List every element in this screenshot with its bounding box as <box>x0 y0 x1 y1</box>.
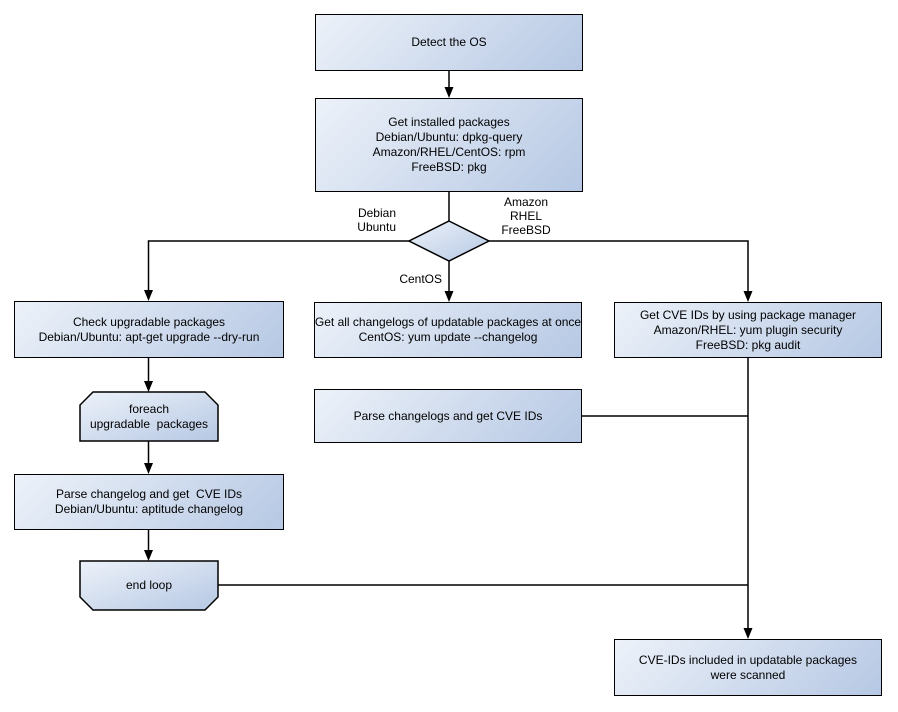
node-scanned-result: CVE-IDs included in updatable packages w… <box>614 639 882 696</box>
node-get-cve-package-manager: Get CVE IDs by using package manager Ama… <box>614 302 882 358</box>
arrowhead <box>743 291 753 302</box>
edge-label-line: FreeBSD <box>501 223 551 237</box>
node-text-line: Amazon/RHEL/CentOS: rpm <box>372 145 526 159</box>
node-get-all-changelogs: Get all changelogs of updatable packages… <box>314 302 582 358</box>
node-end-loop-text: end loop <box>80 561 218 610</box>
node-check-upgradable-packages: Check upgradable packages Debian/Ubuntu:… <box>14 301 284 358</box>
node-detect-os: Detect the OS <box>315 14 583 71</box>
edge-label-debian-ubuntu: Debian Ubuntu <box>310 206 396 234</box>
node-text-line: end loop <box>125 578 173 592</box>
node-foreach-loop-text: foreach upgradable packages <box>80 392 218 441</box>
node-text-line: upgradable packages <box>89 416 209 431</box>
edge-label-line: CentOS <box>399 272 442 286</box>
flow-connectors <box>147 71 749 629</box>
node-text-line: Get installed packages <box>388 115 510 129</box>
node-text-line: FreeBSD: pkg <box>411 160 487 174</box>
arrowhead <box>444 87 454 98</box>
node-text-line: foreach <box>128 401 170 416</box>
connector-decision-to-get-cve <box>489 240 749 292</box>
node-text-line: Debian/Ubuntu: dpkg-query <box>375 130 523 144</box>
edge-label-line: Debian <box>357 206 396 220</box>
flow-arrowheads <box>144 87 753 639</box>
loop-start-shape <box>79 391 219 442</box>
node-text-line: were scanned <box>710 667 786 682</box>
arrowhead <box>444 291 454 302</box>
node-text-line: Parse changelogs and get CVE IDs <box>353 408 543 423</box>
edge-label-line: Ubuntu <box>357 220 396 234</box>
connector-decision-to-check-upgradable <box>147 240 409 291</box>
node-text-line: Check upgradable packages <box>72 314 226 329</box>
node-text-line: FreeBSD: pkg audit <box>695 337 801 352</box>
node-parse-changelogs-centos: Parse changelogs and get CVE IDs <box>314 389 582 443</box>
node-text-line: Amazon/RHEL: yum plugin security <box>653 322 843 337</box>
arrowhead <box>144 381 153 392</box>
arrowhead <box>743 628 753 639</box>
node-text-line: Detect the OS <box>411 35 487 49</box>
node-text-line: Parse changelog and get CVE IDs <box>55 487 243 501</box>
node-text-line: CentOS: yum update --changelog <box>358 330 538 344</box>
arrowhead <box>144 290 153 301</box>
node-text-line: Get CVE IDs by using package manager <box>639 307 857 322</box>
loop-end-shape <box>79 560 219 611</box>
edge-label-line: RHEL <box>509 209 542 223</box>
decision-diamond-os <box>407 220 491 262</box>
node-text-line: Get all changelogs of updatable packages… <box>314 315 582 329</box>
edge-label-line: Amazon <box>503 195 549 209</box>
node-parse-changelog-debian: Parse changelog and get CVE IDs Debian/U… <box>14 474 284 530</box>
node-text-line: Debian/Ubuntu: aptitude changelog <box>54 502 244 516</box>
node-text-line: Debian/Ubuntu: apt-get upgrade --dry-run <box>38 329 260 344</box>
edge-label-amazon-rhel-freebsd: Amazon RHEL FreeBSD <box>494 195 558 237</box>
edge-label-centos: CentOS <box>370 272 442 286</box>
node-get-installed-packages: Get installed packages Debian/Ubuntu: dp… <box>315 98 583 192</box>
node-text-line: CVE-IDs included in updatable packages <box>638 652 858 667</box>
arrowhead <box>144 463 153 474</box>
arrowhead <box>144 550 153 561</box>
